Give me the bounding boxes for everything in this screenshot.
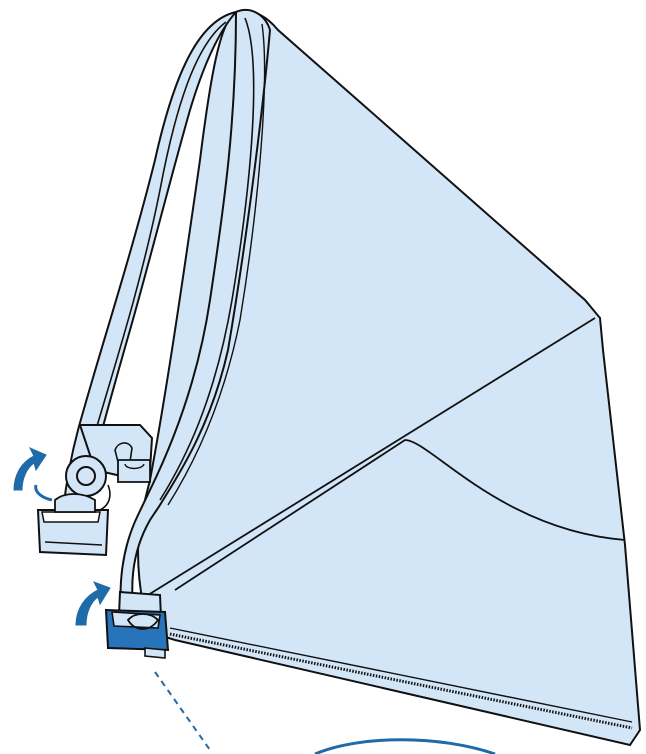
- mount-clip-icon: [106, 592, 168, 658]
- hook-line-upper: [36, 485, 52, 500]
- curved-arrow-icon-upper: [14, 448, 46, 490]
- curved-arrow-icon-lower: [76, 582, 110, 625]
- callout-circle-edge: [315, 740, 495, 754]
- callout-leader-dashed: [155, 672, 210, 750]
